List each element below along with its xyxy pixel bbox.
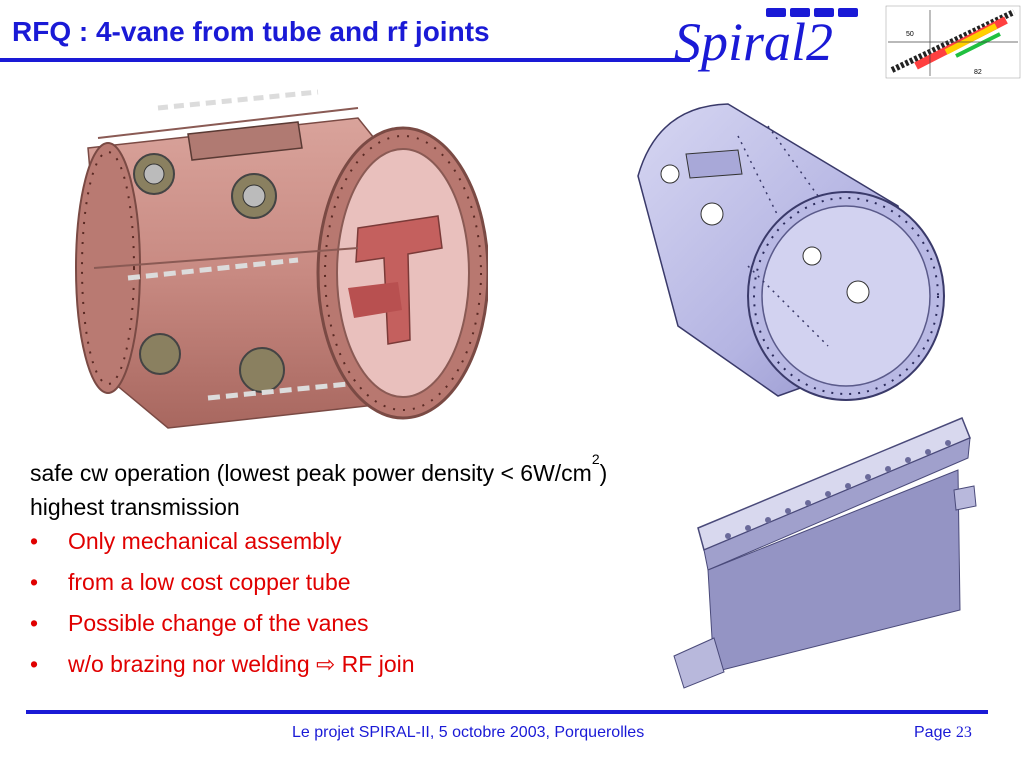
bullet-item: •w/o brazing nor welding ⇨ RF join — [30, 651, 415, 677]
emittance-plot-icon: 50 82 — [885, 5, 1021, 79]
bullet-item: •Possible change of the vanes — [30, 610, 369, 636]
bullet-icon: • — [30, 651, 39, 677]
slide-title: RFQ : 4-vane from tube and rf joints — [12, 16, 490, 47]
spiral2-logo: Spiral2 50 82 — [672, 0, 1024, 82]
bullet-list: •Only mechanical assembly •from a low co… — [30, 528, 415, 692]
title-underline — [0, 58, 690, 62]
footer-rule — [26, 710, 988, 714]
svg-text:50: 50 — [906, 31, 914, 38]
body-line-2: highest transmission — [30, 494, 240, 520]
bullet-icon: • — [30, 610, 39, 636]
spiral2-logo-graphic: Spiral2 50 82 — [674, 5, 1021, 79]
svg-text:82: 82 — [974, 69, 982, 76]
body-text: safe cw operation (lowest peak power den… — [30, 451, 750, 524]
rfq-vane-image — [668, 410, 988, 692]
rfq-assembly-image — [58, 78, 490, 440]
bullet-item: •Only mechanical assembly — [30, 528, 342, 554]
footer-text: Le projet SPIRAL-II, 5 octobre 2003, Por… — [292, 724, 645, 741]
bullet-icon: • — [30, 569, 39, 595]
copper-tube-image — [618, 96, 958, 406]
body-line-1: safe cw operation (lowest peak power den… — [30, 451, 608, 486]
bullet-icon: • — [30, 528, 39, 554]
page-number: Page 23 — [914, 724, 972, 741]
logo-wordmark: Spiral2 — [674, 12, 833, 72]
bullet-item: •from a low cost copper tube — [30, 569, 351, 595]
